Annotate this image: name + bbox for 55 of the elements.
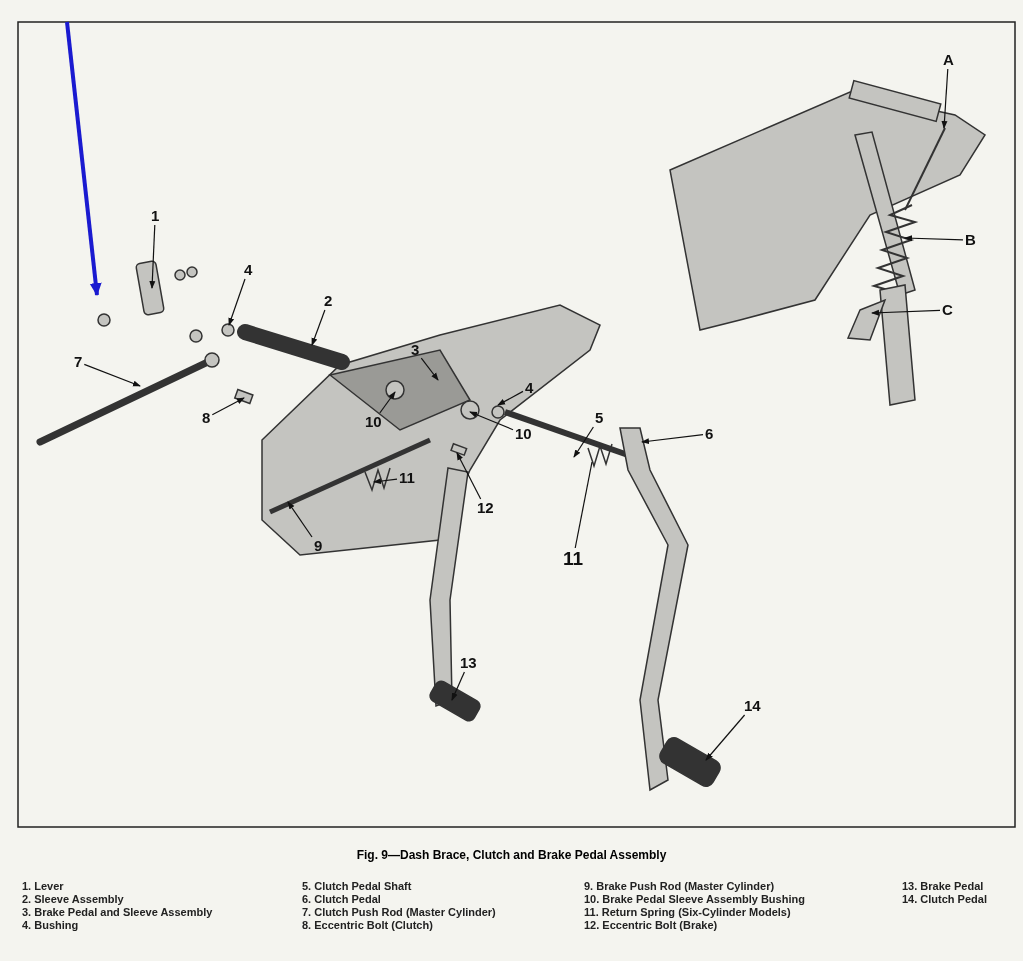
leader-line [211,397,245,416]
callout-number: 4 [243,262,254,278]
leader-line [83,363,141,387]
leader-line [311,309,326,346]
leader-line [469,411,514,431]
parts-list-entry: 10. Brake Pedal Sleeve Assembly Bushing [584,893,805,906]
callout-number: 4 [524,380,535,396]
leader-line [574,461,593,549]
callout-number: 13 [459,655,478,671]
callout-number: 11 [562,549,585,569]
parts-list-entry: 11. Return Spring (Six-Cylinder Models) [584,906,791,919]
parts-list-entry: 2. Sleeve Assembly [22,893,124,906]
callout-number: 3 [410,342,421,358]
callout-number: 7 [73,354,84,370]
parts-list-entry: 1. Lever [22,880,64,893]
callout-number: 14 [743,698,762,714]
parts-list-entry: 14. Clutch Pedal [902,893,987,906]
callout-number: 2 [323,293,334,309]
leader-line [456,452,482,500]
leader-line [287,501,313,538]
parts-list-entry: 8. Eccentric Bolt (Clutch) [302,919,433,932]
leader-line [379,391,396,414]
parts-list-entry: 13. Brake Pedal [902,880,984,893]
leader-line [641,434,704,445]
callout-number: A [942,52,955,68]
leader-line [373,478,398,485]
leader-line [420,357,439,381]
leader-line [497,390,524,406]
figure-caption: Fig. 9—Dash Brace, Clutch and Brake Pedal Assembly [355,848,668,862]
leader-line [904,235,964,242]
callout-number: 5 [594,410,605,426]
leader-line [228,278,246,326]
parts-list-entry: 4. Bushing [22,919,79,932]
leader-line [871,309,941,316]
callout-number: 10 [364,414,383,430]
callout-number: 1 [150,208,161,224]
leader-line [149,224,156,289]
parts-list-entry: 5. Clutch Pedal Shaft [302,880,412,893]
callout-number: 9 [313,538,324,554]
parts-list-entry: 12. Eccentric Bolt (Brake) [584,919,718,932]
leader-line [573,426,594,458]
leader-line [451,671,465,701]
callout-number: 10 [514,426,533,442]
callout-number: C [941,302,954,318]
parts-list-entry: 7. Clutch Push Rod (Master Cylinder) [302,906,496,919]
parts-list-entry: 6. Clutch Pedal [302,893,381,906]
parts-list-entry: 3. Brake Pedal and Sleeve Assembly [22,906,213,919]
callout-number: 11 [398,470,416,486]
parts-list-entry: 9. Brake Push Rod (Master Cylinder) [584,880,775,893]
callout-number: 12 [476,500,495,516]
callout-number: 6 [704,426,715,442]
callout-number: B [964,232,977,248]
leader-line [705,714,746,761]
leader-line [941,68,949,129]
callout-number: 8 [201,410,212,426]
